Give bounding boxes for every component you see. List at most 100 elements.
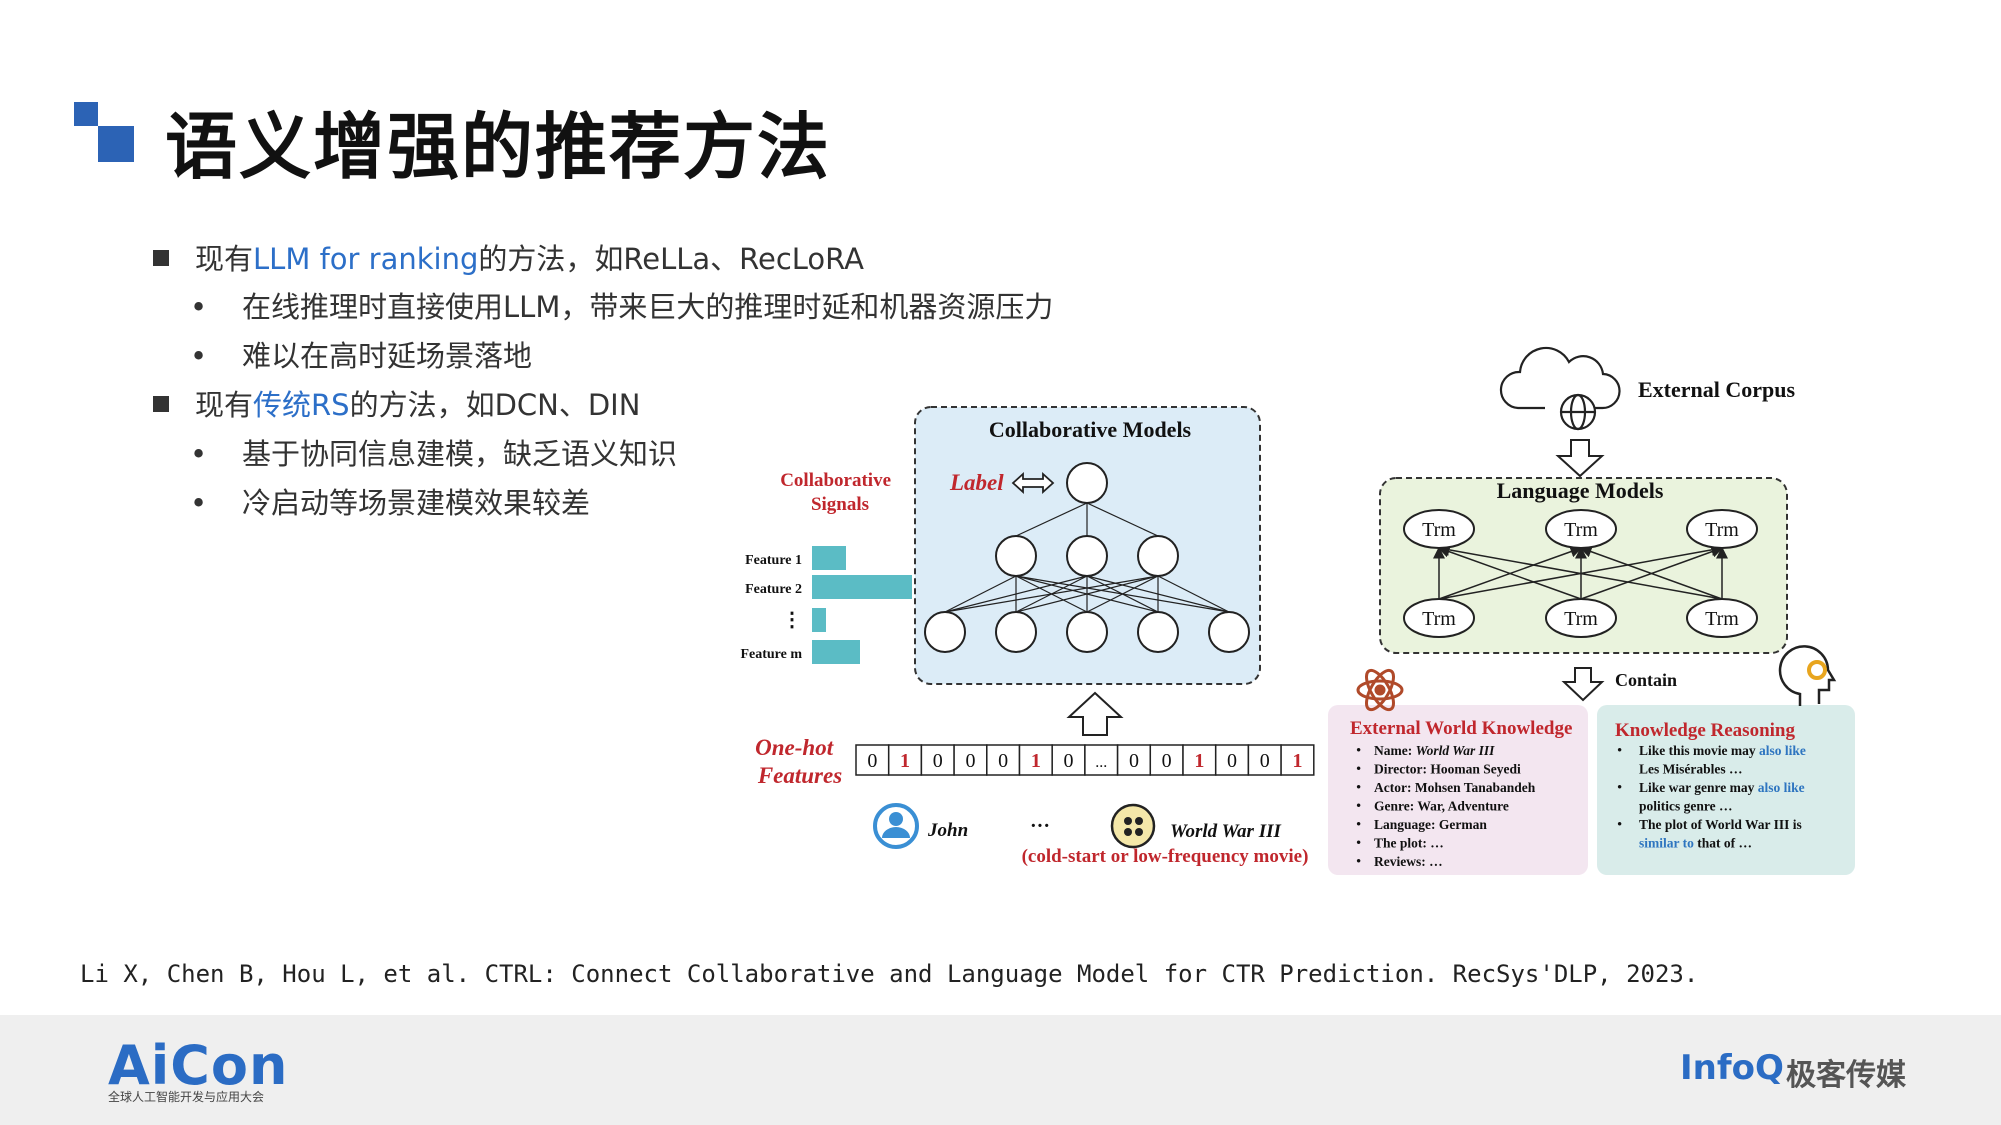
nn-node [995,535,1037,577]
onehot-cell [953,744,988,776]
ewk-item: Reviews: … [1374,854,1443,869]
trm-label: Trm [1422,608,1456,630]
onehot-value: 0 [1162,750,1172,772]
geek-media-logo: 极客传媒 [1786,1058,1906,1093]
language-models-box [1379,477,1788,654]
ewk-bullet: • [1356,780,1361,796]
feature-bar [812,546,846,570]
onehot-cell [920,744,955,776]
onehot-features-label: One-hot Features [755,735,842,788]
infoq-logo: InfoQ [1680,1048,1784,1088]
kr-bullet: • [1617,817,1622,833]
ellipsis: ··· [1030,815,1050,837]
trm-edge [1579,545,1723,600]
trm-node [1403,598,1475,638]
feature-bars: Feature 1 Feature 2 ⋮ Feature m [740,546,912,664]
onehot-cell [986,744,1021,776]
sub-bullet: •在线推理时直接使用LLM，带来巨大的推理时延和机器资源压力 [190,290,1054,324]
square-bullet-icon [153,250,169,266]
kr-item: Like war genre may also like [1639,780,1805,795]
ewk-item: Director: Hooman Seyedi [1374,762,1521,777]
down-arrow-icon [1555,439,1605,478]
kr-item: Like this movie may also like [1639,743,1806,758]
kr-item: The plot of World War III is [1639,817,1802,832]
onehot-value: ... [1095,754,1107,771]
kr-bullet: • [1617,743,1622,759]
square-bullet-icon [153,396,169,412]
trm-edges [1433,543,1728,600]
language-models-title: Language Models [1497,478,1664,503]
trm-node [1686,509,1758,549]
feature-label: Feature 2 [745,582,802,597]
nn-node [995,611,1037,653]
knowledge-reasoning-box [1597,705,1855,875]
ewk-bullet: • [1356,817,1361,833]
ewk-item: Genre: War, Adventure [1374,799,1509,814]
world-knowledge-box [1328,705,1588,875]
onehot-value: 1 [900,750,910,772]
trm-label: Trm [1705,519,1739,541]
nn-edge [1015,575,1088,613]
feature-label: ⋮ [782,609,802,631]
cloud-globe-icon [1499,346,1621,431]
nn-node [1066,462,1108,504]
feature-label: Feature 1 [745,553,802,568]
nn-edge [1086,575,1230,613]
citation: Li X, Chen B, Hou L, et al. CTRL: Connec… [80,960,1699,988]
nn-edges [944,502,1230,613]
onehot-value: 0 [1129,750,1139,772]
onehot-value: 0 [1064,750,1074,772]
onehot-value: 0 [933,750,943,772]
contain-arrow-icon [1561,667,1605,702]
onehot-value: 0 [1260,750,1270,772]
ewk-item: Language: German [1374,817,1487,832]
trm-edge [1437,545,1582,600]
feature-bar [812,640,860,664]
ewk-item: Actor: Mohsen Tanabandeh [1374,780,1536,795]
ewk-bullet: • [1356,836,1361,852]
user-avatar-icon [873,803,919,849]
nn-node [1208,611,1250,653]
ewk-item: The plot: … [1374,836,1444,851]
collaborative-models-title: Collaborative Models [989,417,1192,442]
nn-node [924,611,966,653]
movie-name: World War III [1170,821,1281,842]
bullet-llm-ranking: 现有LLM for ranking的方法，如ReLLa、RecLoRA [153,236,864,278]
onehot-cell [855,744,890,776]
feature-bar [812,575,912,599]
aicon-logo: AiCon [108,1034,289,1097]
nn-edge [1015,575,1230,613]
trm-label: Trm [1564,608,1598,630]
feature-label: Feature m [740,647,802,662]
nn-node [1137,611,1179,653]
onehot-value: 1 [1031,750,1041,772]
onehot-cell [887,744,923,776]
trm-node [1403,509,1475,549]
ewk-bullet: • [1356,854,1361,870]
atom-icon [1356,668,1404,712]
movie-note: (cold-start or low-frequency movie) [1022,846,1309,867]
trm-node [1545,598,1617,638]
footer-bar [0,1015,2001,1125]
onehot-cell [1280,744,1315,776]
onehot-cell [1084,744,1119,776]
nn-edge [1015,502,1088,537]
ewk-bullet: • [1356,762,1361,778]
nn-edge [944,575,1017,613]
onehot-cell [1214,744,1250,776]
trm-node [1686,598,1758,638]
aicon-subtitle: 全球人工智能开发与应用大会 [108,1090,265,1104]
trm-label: Trm [1564,519,1598,541]
nn-node [1137,535,1179,577]
kr-item: Les Misérables … [1639,762,1743,777]
world-knowledge-list: •Name: World War III•Director: Hooman Se… [1356,743,1536,870]
knowledge-reasoning-title: Knowledge Reasoning [1615,720,1795,741]
trm-edge [1437,543,1723,600]
collaborative-signals-label: Collaborative Signals [780,470,896,515]
nn-node [1066,535,1108,577]
onehot-value: 1 [1194,750,1204,772]
